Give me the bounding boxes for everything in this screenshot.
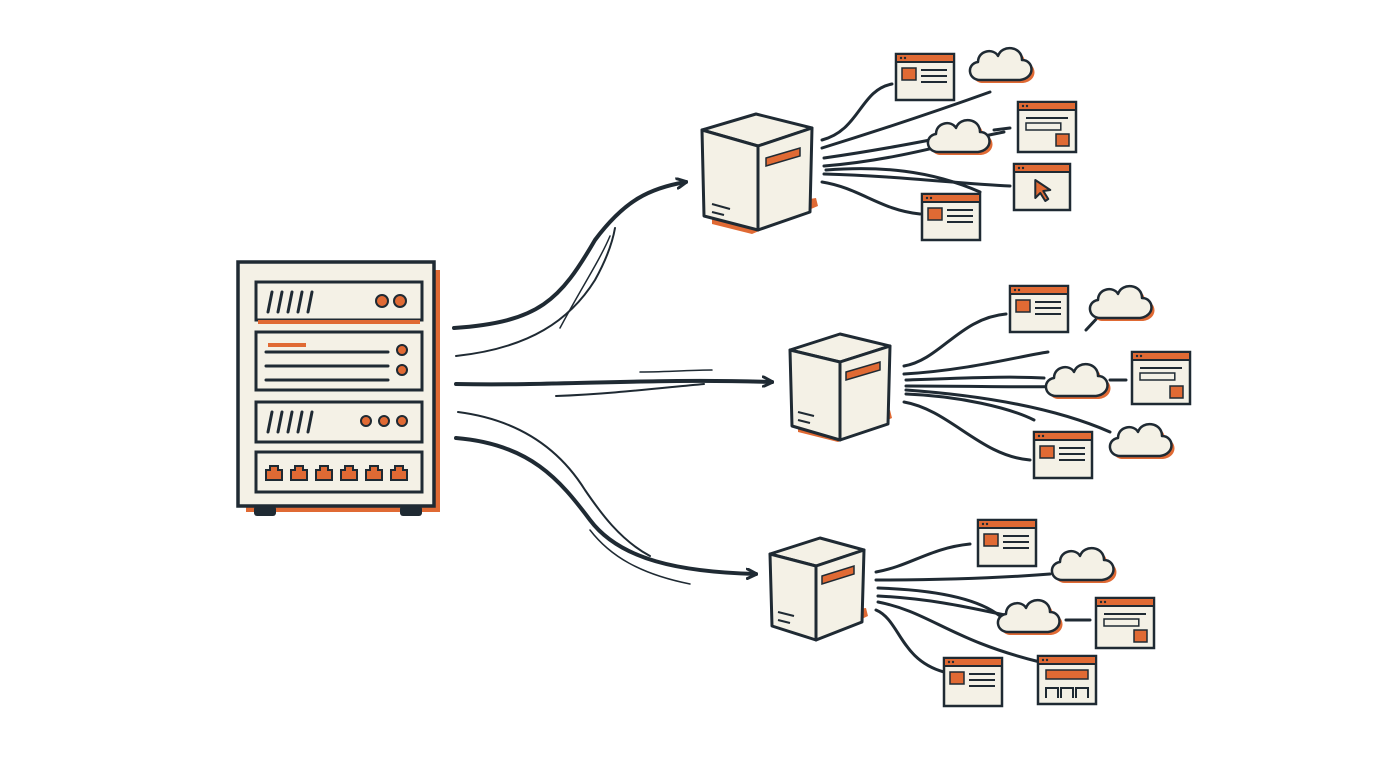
browser-window-icon [894,52,956,102]
browser-window-icon [1008,284,1070,334]
fanout-bottom [874,542,1062,674]
branch-node-bottom [768,536,868,642]
branch-node-top [700,112,818,234]
browser-window-icon [1032,430,1094,480]
rack-unit-2 [254,330,424,392]
leaf-icons [894,47,1192,708]
browser-window-icon [1130,350,1192,406]
cloud-icon [968,47,1035,83]
main-connectors [452,182,772,585]
gallery-window-icon [1036,654,1098,706]
arrow-to-top-node [452,182,686,330]
browser-window-icon [942,656,1004,708]
cloud-icon [1050,547,1117,583]
browser-window-icon [1016,100,1078,154]
cursor-window-icon [1012,162,1072,212]
rack-unit-ports [254,450,424,494]
server-rack-icon [236,260,440,516]
browser-window-icon [1094,596,1156,650]
cloud-icon [1044,363,1111,399]
cloud-icon [996,599,1063,635]
arrow-to-bottom-node [454,436,756,574]
rack-unit-1 [254,280,424,324]
cloud-icon [926,119,993,155]
browser-window-icon [920,192,982,242]
arrow-to-middle-node [454,381,772,384]
cloud-icon [1088,285,1155,321]
browser-window-icon [976,518,1038,568]
branch-node-middle [788,332,892,442]
cloud-icon [1108,423,1175,459]
rack-unit-3 [254,400,424,444]
